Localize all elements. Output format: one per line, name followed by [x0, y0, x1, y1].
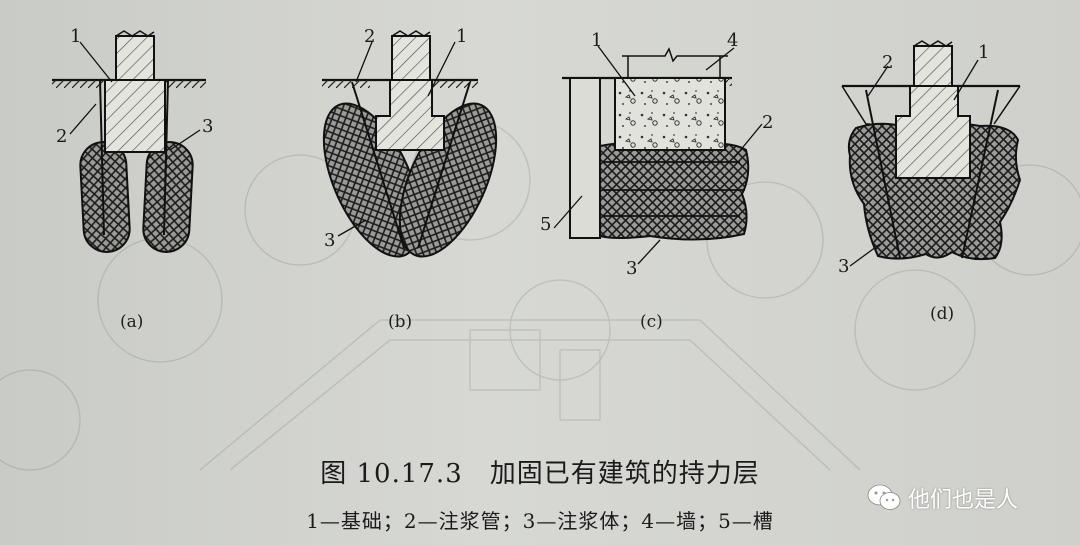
wall: [622, 47, 728, 63]
panel-b-label: (b): [388, 312, 413, 332]
panel-c-drawing: [553, 45, 763, 265]
grout-pipe-right: [961, 89, 999, 259]
foundation-base: [375, 79, 445, 151]
column: [115, 35, 155, 81]
grout-pipe-left: [99, 79, 105, 236]
panel-d-drawing: [841, 40, 1022, 267]
grout-body-right: [398, 102, 498, 258]
watermark: 他们也是人: [866, 478, 1018, 518]
figure-caption: 图 10.17.3 加固已有建筑的持力层: [320, 459, 760, 489]
grout-pipe-right: [417, 81, 471, 249]
panel-b-callout: 3: [324, 230, 336, 251]
grout-body-left: [79, 141, 131, 253]
panel-d-callout: 1: [978, 42, 990, 63]
panel-c-callout: 5: [540, 214, 552, 235]
panel-a-callout: 2: [56, 126, 68, 147]
panel-c-callout: 3: [626, 258, 638, 279]
panel-d-callout: 3: [838, 256, 850, 277]
grout-pipe-left: [351, 81, 405, 249]
panel-c-callout: 4: [727, 30, 739, 51]
column: [913, 45, 953, 87]
foundation: [614, 77, 726, 151]
bleed-through: [0, 119, 1080, 471]
grout-body-right: [142, 141, 194, 253]
grout-body: [847, 122, 1022, 261]
panel-a-drawing: [52, 30, 206, 253]
grout-pipe-left: [865, 89, 901, 259]
figure-legend: 1—基础；2—注浆管；3—注浆体；4—墙；5—槽: [306, 509, 774, 533]
watermark-text: 他们也是人: [908, 488, 1019, 513]
panel-d-callout: 2: [882, 52, 894, 73]
panel-c-label: (c): [640, 312, 663, 332]
grout-pipe-right: [163, 79, 169, 236]
panel-d-label: (d): [930, 304, 955, 324]
wechat-icon: [867, 484, 901, 510]
panel-a-label: (a): [120, 312, 144, 332]
foundation-base: [895, 85, 971, 179]
panel-b-drawing: [322, 30, 498, 258]
panel-a-callout: 3: [202, 116, 214, 137]
panel-a-callout: 1: [70, 26, 82, 47]
panel-c-callout: 1: [591, 30, 603, 51]
trench: [569, 77, 601, 239]
foundation-base: [104, 79, 166, 153]
panel-b-callout: 1: [456, 26, 468, 47]
grout-body-left: [322, 102, 422, 258]
panel-b-callout: 2: [364, 26, 376, 47]
column: [391, 35, 431, 81]
panel-c-callout: 2: [762, 112, 774, 133]
